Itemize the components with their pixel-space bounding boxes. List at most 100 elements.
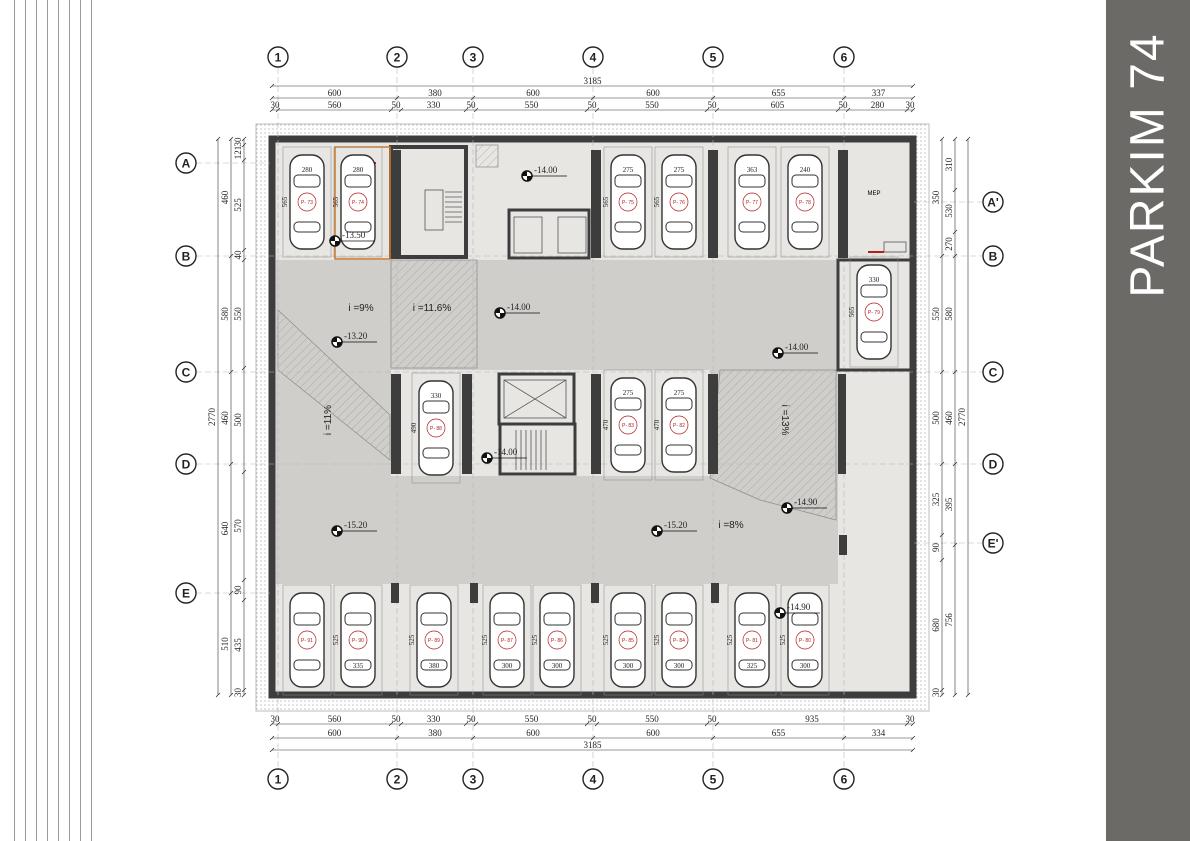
car-body: [661, 154, 697, 250]
column-bubble-top-4-circle: [582, 46, 604, 68]
car-rear-window: [344, 221, 372, 233]
car-windshield: [344, 612, 372, 626]
dim-top-spans-label: 380: [428, 88, 442, 98]
parking-stall: [603, 369, 653, 481]
dim-top-details-label: 550: [645, 100, 659, 110]
dim-top-details-tick: [704, 107, 710, 113]
elevation-marker-fill: [522, 171, 532, 181]
dim-right-details-tick: [939, 253, 945, 259]
dim-top-details-label: 50: [392, 100, 402, 110]
stall-width-label: 240: [800, 166, 811, 174]
dim-top-details-tick: [594, 107, 600, 113]
car-windshield: [665, 612, 693, 626]
column-bubble-bottom-1: 1: [275, 773, 282, 787]
stall-number-circle: [742, 192, 762, 212]
stall-width-label: 330: [869, 276, 880, 284]
column-bubble-bottom-4-circle: [582, 768, 604, 790]
stall-number-circle: [547, 630, 567, 650]
column-bubble-bottom-2: 2: [394, 773, 401, 787]
stall-outline: [849, 256, 899, 368]
elevation-marker-fill: [775, 608, 785, 618]
car-windshield: [293, 174, 321, 188]
row-bubble-left-C: C: [182, 366, 191, 380]
dim-top-details-tick: [275, 107, 281, 113]
dim-bottom-details-tick: [910, 721, 916, 727]
elevation-label: -14.00: [507, 302, 531, 312]
dim-top-spans-label: 600: [328, 88, 342, 98]
row-bubble-right-4-circle: [982, 532, 1004, 554]
elevation-marker-fill: [332, 526, 342, 536]
dim-top-spans-label: 655: [772, 88, 786, 98]
dim-top-spans-tick: [841, 95, 847, 101]
dim-right-spans-label: 460: [944, 411, 954, 425]
stall-number-circle: [669, 192, 689, 212]
car-windshield: [791, 174, 819, 188]
dim-left-details-label: 30: [233, 137, 243, 147]
dim-left-spans-label: 640: [220, 521, 230, 535]
column-bubble-bottom-4: 4: [590, 773, 597, 787]
dim-top-details-tick: [910, 107, 916, 113]
row-bubble-right-1-circle: [982, 245, 1004, 267]
stall-depth-label: 525: [653, 634, 661, 645]
parking-stall: [333, 146, 383, 258]
dim-left-spans-tick: [228, 253, 234, 259]
dim-top-spans-label: 337: [872, 88, 886, 98]
car-body: [289, 154, 325, 250]
dim-top-spans-tick: [910, 95, 916, 101]
dim-right-spans-tick: [952, 461, 958, 467]
dim-bottom-details-label: 30: [906, 714, 916, 724]
dim-right-spans-tick: [952, 253, 958, 259]
dim-right-details-tick: [939, 136, 945, 142]
stall-number: P- 83: [622, 423, 634, 429]
stall-width-label: 300: [674, 662, 685, 670]
dim-top-total-tick: [910, 83, 916, 89]
stall-number-circle: [618, 630, 638, 650]
dim-left-details-label: 550: [233, 307, 243, 321]
row-bubble-right-2-circle: [982, 361, 1004, 383]
dim-right-details-tick: [939, 369, 945, 375]
dim-left-details-label: 570: [233, 519, 243, 533]
dim-left-details-label: 90: [233, 585, 243, 595]
column-bubble-top-2: 2: [394, 51, 401, 65]
dim-left-details-label: 525: [233, 198, 243, 212]
dim-top-details-tick: [463, 107, 469, 113]
elevation-label: -15.20: [664, 520, 688, 530]
dim-right-details-tick: [939, 557, 945, 563]
stall-depth-label: 525: [531, 634, 539, 645]
car-rear-window: [420, 659, 448, 671]
dim-top-spans-label: 600: [646, 88, 660, 98]
stall-number: P- 87: [501, 638, 513, 644]
parking-stall: [532, 584, 582, 696]
parking-stall: [780, 584, 830, 696]
slope-label: i =9%: [348, 303, 373, 314]
stall-width-label: 300: [623, 662, 634, 670]
dim-bottom-details-tick: [473, 721, 479, 727]
stall-width-label: 275: [623, 166, 634, 174]
dim-top-details-tick: [473, 107, 479, 113]
row-bubble-left-D: D: [182, 458, 191, 472]
column-bubble-top-3: 3: [470, 51, 477, 65]
car-windshield: [344, 174, 372, 188]
stall-number-circle: [669, 630, 689, 650]
dim-right-spans-tick: [952, 369, 958, 375]
dim-bottom-details-label: 550: [645, 714, 659, 724]
stall-outline: [654, 369, 704, 481]
car-rear-window: [543, 659, 571, 671]
car-rear-window: [422, 447, 450, 459]
dim-bottom-details-label: 50: [588, 714, 598, 724]
stall-number: P- 80: [799, 638, 811, 644]
column-bubble-top-6: 6: [841, 51, 848, 65]
parking-stall: [282, 146, 332, 258]
car-body: [856, 264, 892, 360]
stall-depth-label: 565: [602, 196, 610, 207]
stall-width-label: 325: [747, 662, 758, 670]
stall-outline: [780, 146, 830, 258]
dim-bottom-details-label: 50: [467, 714, 477, 724]
stall-number-circle: [426, 418, 446, 438]
dim-bottom-total-tick: [910, 747, 916, 753]
dim-right-details-tick: [939, 692, 945, 698]
car-rear-window: [293, 221, 321, 233]
parking-stall: [654, 146, 704, 258]
dim-top-details-label: 30: [906, 100, 916, 110]
